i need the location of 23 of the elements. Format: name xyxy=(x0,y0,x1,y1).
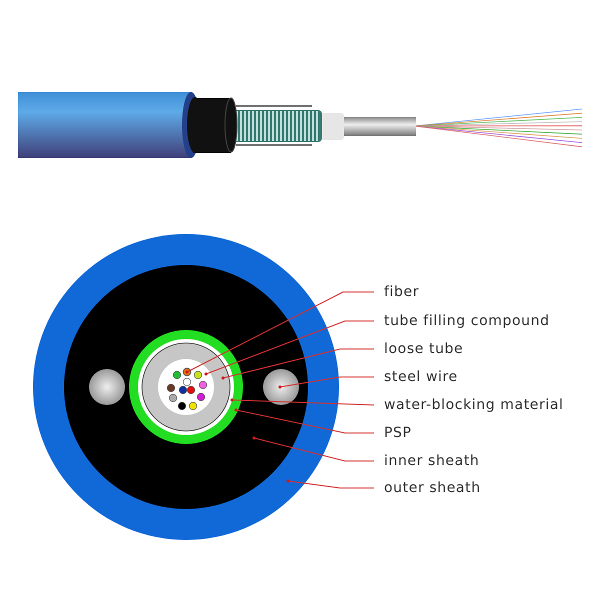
fiber xyxy=(182,368,192,376)
steel-wire xyxy=(89,369,125,405)
part-label: inner sheath xyxy=(384,452,480,470)
leader-line xyxy=(204,320,374,376)
psp-ring xyxy=(129,330,243,444)
leader-line xyxy=(278,376,374,388)
part-label: tube filling compound xyxy=(384,312,550,330)
leader-line xyxy=(234,408,374,434)
part-label: steel wire xyxy=(384,368,458,386)
part-label: fiber xyxy=(384,283,420,301)
steel-wire xyxy=(263,369,299,405)
tube-filling-compound xyxy=(158,359,214,415)
part-label: PSP xyxy=(384,424,412,442)
inner-sheath-ring xyxy=(64,265,308,509)
outer-sheath-ring xyxy=(33,234,339,540)
leader-line xyxy=(252,436,374,462)
part-label: loose tube xyxy=(384,340,464,358)
part-label: water-blocking material xyxy=(384,396,564,414)
leader-line xyxy=(286,480,374,488)
leader-line xyxy=(222,348,374,380)
part-label: outer sheath xyxy=(384,479,481,497)
leader-line xyxy=(230,398,374,406)
leader-line xyxy=(186,292,374,374)
